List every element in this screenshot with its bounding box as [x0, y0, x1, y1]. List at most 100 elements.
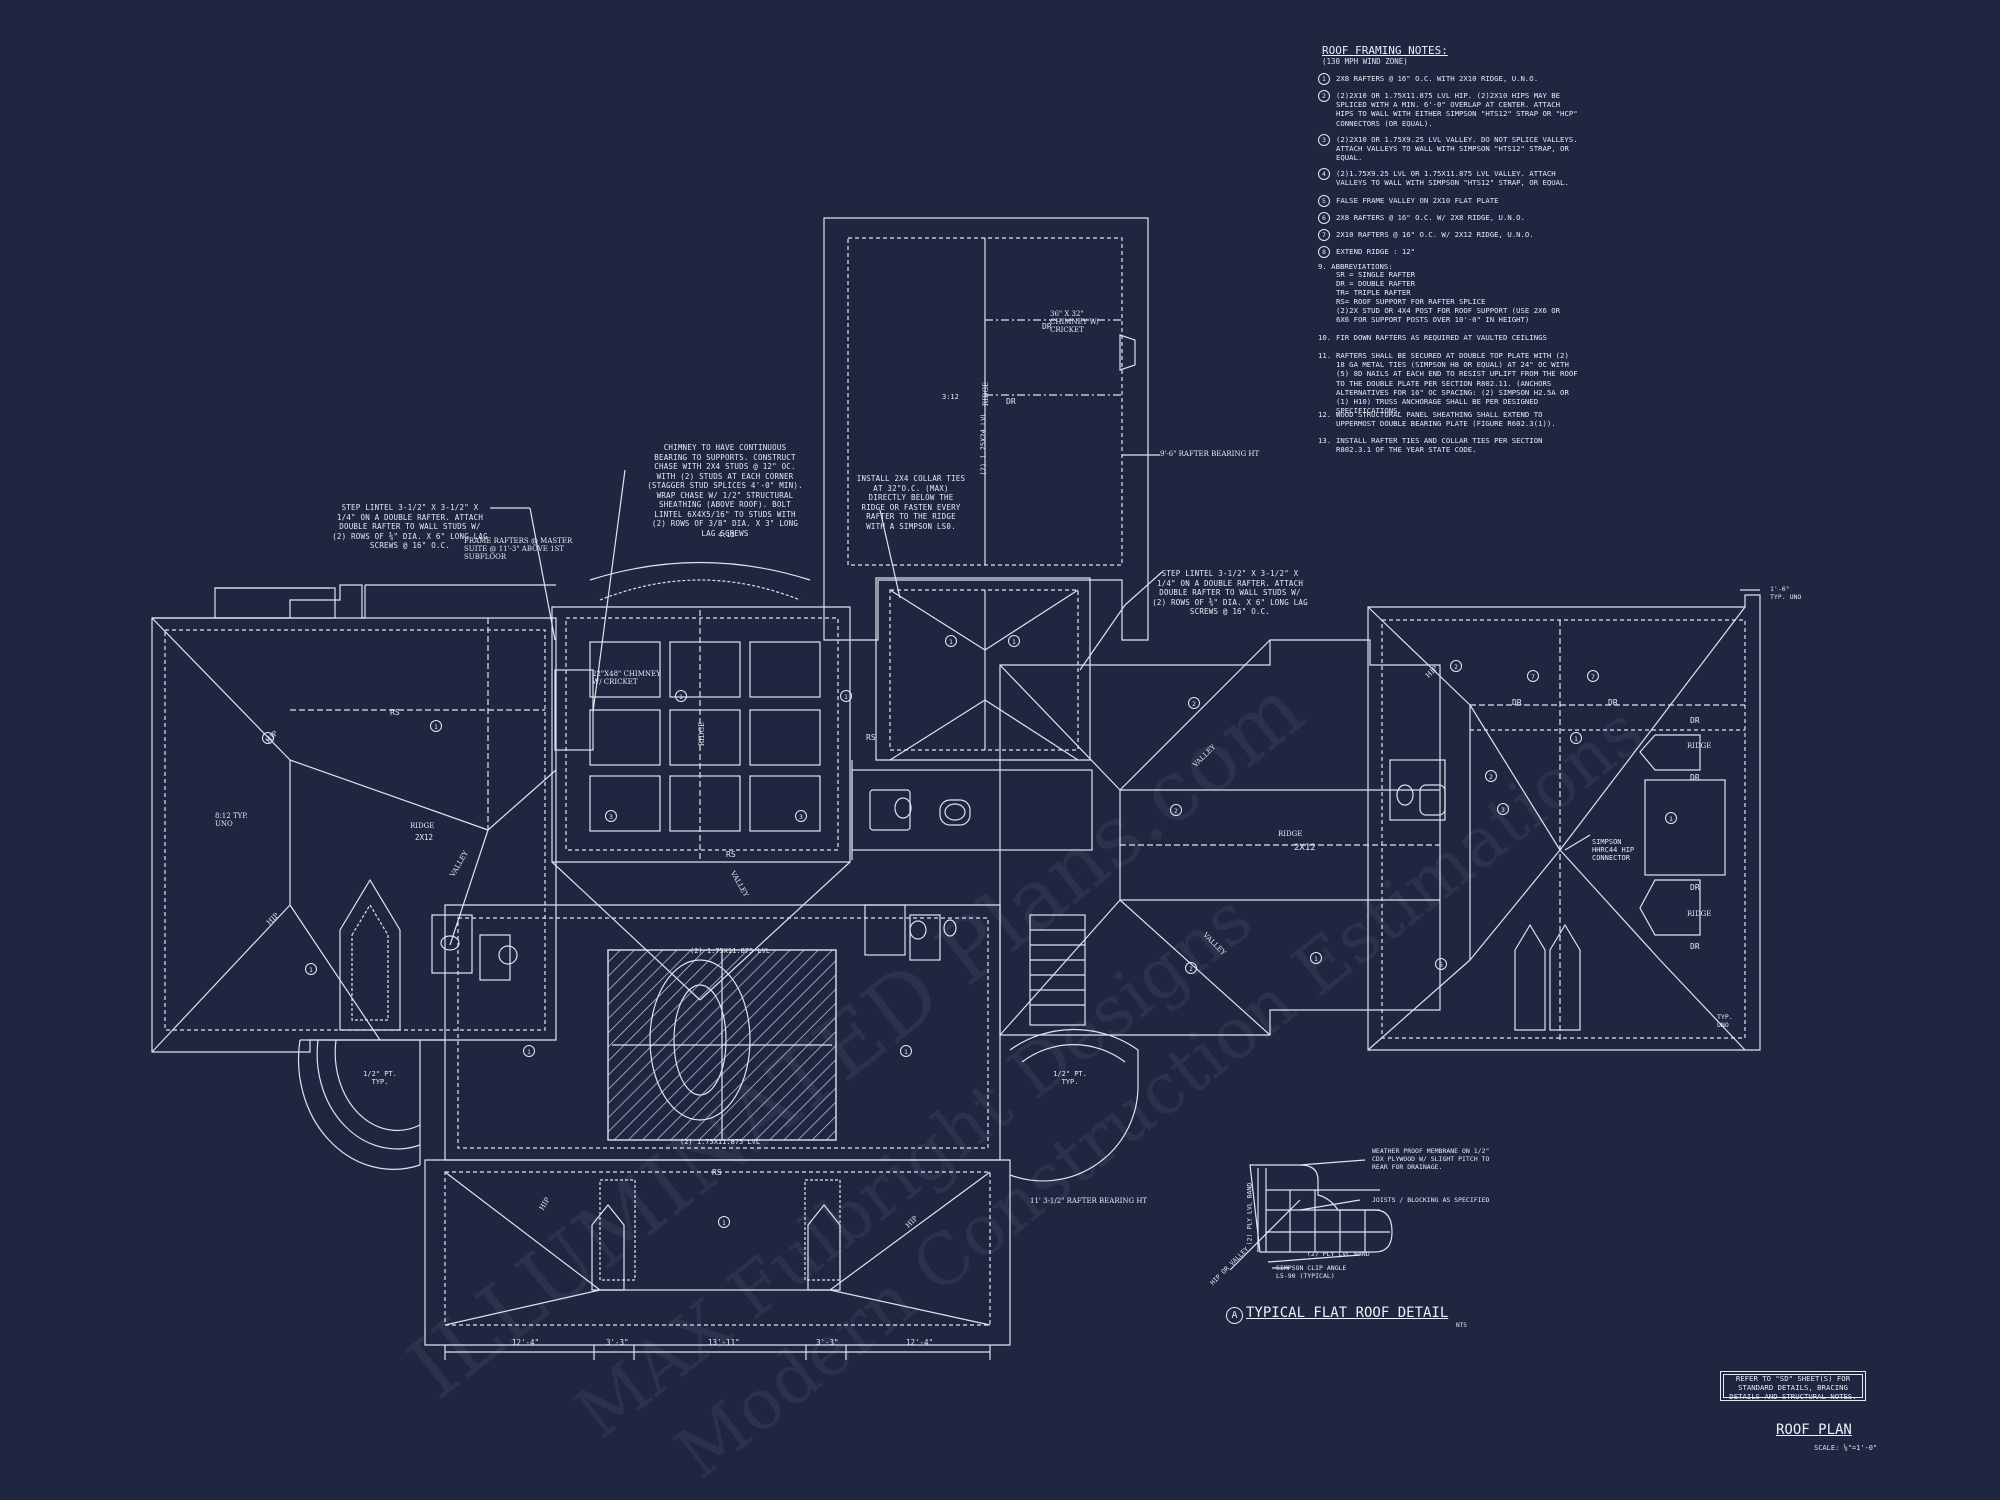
detail-band-label: (2) PLY LVL BAND	[1307, 1250, 1370, 1258]
abbreviation-5: (2)2x STUD OR 4x4 POST FOR ROOF SUPPORT …	[1336, 306, 1561, 324]
sheet-title: ROOF PLAN	[1776, 1422, 1852, 1438]
rs-label-tower: RS	[866, 733, 876, 742]
rafter-type-marker: 2	[1485, 770, 1497, 782]
framing-note-7: 7 2x10 RAFTERS @ 16" O.C. W/ 2x12 RIDGE, …	[1318, 229, 1580, 241]
note-number: 3	[1318, 134, 1330, 146]
chimney-22-label: 22"x48" CHIMNEY W/ CRICKET	[592, 670, 661, 686]
note-number: 8	[1318, 246, 1330, 258]
framing-note-5: 5 FALSE FRAME VALLEY ON 2x10 FLAT PLATE	[1318, 195, 1580, 207]
note-number: 2	[1318, 90, 1330, 102]
rs-label-left: RS	[390, 708, 400, 717]
note-text: INSTALL RAFTER TIES AND COLLAR TIES PER …	[1336, 436, 1543, 455]
rafter-type-marker: 3	[795, 810, 807, 822]
ridge-label-right-1: RIDGE	[1687, 742, 1712, 750]
dr-label-right-3: DR	[1690, 716, 1700, 725]
rafter-type-marker: 2	[1450, 660, 1462, 672]
note-number: 13.	[1318, 436, 1332, 445]
dimension-1: 12'-4"	[512, 1338, 540, 1347]
framing-note-11: 11.RAFTERS SHALL BE SECURED AT DOUBLE TO…	[1318, 351, 1580, 415]
rafter-type-marker: 1	[675, 690, 687, 702]
dimension-2: 3'-3"	[606, 1338, 629, 1347]
typ-half-inch-right: 1/2" PT. TYP.	[1053, 1070, 1087, 1086]
dr-label-right-4: DR	[1690, 773, 1700, 782]
simpson-hip-connector-label: SIMPSON HHRC44 HIP CONNECTOR	[1592, 838, 1635, 862]
framing-notes-heading: ROOF FRAMING NOTES:	[1322, 44, 1448, 57]
framing-note-6: 6 2x8 RAFTERS @ 16" O.C. W/ 2x8 RIDGE, U.…	[1318, 212, 1580, 224]
rafter-type-marker: 1	[430, 720, 442, 732]
rafter-type-marker: 7	[1527, 670, 1539, 682]
detail-letter-marker: A	[1226, 1307, 1243, 1324]
note-text: 2x10 RAFTERS @ 16" O.C. W/ 2x12 RIDGE, U…	[1336, 230, 1534, 239]
dimension-4: 3'-3"	[816, 1338, 839, 1347]
collar-ties-note: INSTALL 2X4 COLLAR TIES AT 32"O.C. (MAX)…	[856, 474, 966, 531]
framing-note-2: 2 (2)2x10 OR 1.75x11.875 LVL HIP. (2)2x10…	[1318, 90, 1580, 128]
framing-note-12: 12.WOOD STRUCTURAL PANEL SHEATHING SHALL…	[1318, 410, 1580, 428]
note-number: 10.	[1318, 333, 1332, 342]
x212-label-right-wing: 2x12	[1294, 843, 1316, 853]
rafter-type-marker: 1	[1665, 812, 1677, 824]
pitch-812-label: 8:12 TYP. UNO	[215, 812, 248, 828]
ridge-label-master: RIDGE	[698, 721, 707, 747]
step-lintel-note-left: STEP LINTEL 3-1/2" x 3-1/2" x 1/4" ON A …	[332, 503, 488, 550]
ridge-label-left: RIDGE	[410, 822, 435, 830]
framing-notes-subheading: (130 MPH WIND ZONE)	[1322, 57, 1408, 66]
dimension-5: 12'-4"	[906, 1338, 934, 1347]
chimney-36-label: 36" x 32" CHIMNEY W/ CRICKET	[1050, 310, 1100, 334]
note-text: (2)2x10 OR 1.75x11.875 LVL HIP. (2)2x10 …	[1336, 91, 1578, 128]
sheet-scale: SCALE: ⅛"=1'-0"	[1814, 1444, 1878, 1452]
rafter-type-marker: 1	[718, 1216, 730, 1228]
abbreviation-1: SR = SINGLE RAFTER	[1336, 270, 1416, 279]
ridge-label-right-2: RIDGE	[1687, 910, 1712, 918]
bearing-height-96-label: 9'-6" RAFTER BEARING HT	[1160, 450, 1260, 458]
rafter-type-marker: 3	[605, 810, 617, 822]
detail-band-left-label: (2) PLY LVL BAND	[1245, 1182, 1254, 1246]
reference-note-box: REFER TO "SD" SHEET(S) FOR STANDARD DETA…	[1720, 1371, 1866, 1401]
detail-membrane-label: WEATHER PROOF MEMBRANE ON 1/2" CDX PLYWO…	[1372, 1147, 1490, 1171]
tower-outline	[823, 217, 1149, 641]
reference-note-line-2: STANDARD DETAILS, BRACING	[1738, 1383, 1848, 1392]
framing-note-1: 12x8 RAFTERS @ 16" O.C. WITH 2X10 RIDGE,…	[1318, 73, 1580, 85]
abbreviation-4: RS= ROOF SUPPORT FOR RAFTER SPLICE	[1336, 297, 1486, 306]
note-text: 2x8 RAFTERS @ 16" O.C. WITH 2X10 RIDGE, …	[1336, 74, 1539, 83]
abbreviation-2: DR = DOUBLE RAFTER	[1336, 279, 1416, 288]
lvl-vertical-label: (2) 1.75x24 LVL	[979, 412, 988, 476]
framing-note-9-label: 9. ABBREVIATIONS:	[1318, 262, 1393, 271]
note-text: (2)2x10 OR 1.75x9.25 LVL VALLEY. DO NOT …	[1336, 135, 1578, 163]
lvl-top-label: (2) 1.75x11.875 LVL	[690, 947, 771, 955]
step-lintel-note-right: STEP LINTEL 3-1/2" x 3-1/2" x 1/4" ON A …	[1152, 569, 1308, 616]
typ-uno-label-b: TYP. UNO	[1717, 1013, 1733, 1029]
detail-title: TYPICAL FLAT ROOF DETAIL	[1246, 1305, 1449, 1321]
detail-clip-label: SIMPSON CLIP ANGLE L5-90 (TYPICAL)	[1276, 1264, 1347, 1280]
note-number: 6	[1318, 212, 1330, 224]
typ-half-inch-left: 1/2" PT. TYP.	[363, 1070, 397, 1086]
dr-label-right-1: DR	[1512, 698, 1522, 707]
lvl-bottom-label: (2) 1.75x11.875 LVL	[680, 1138, 761, 1146]
dr-label-right-6: DR	[1690, 942, 1700, 951]
note-text: FALSE FRAME VALLEY ON 2x10 FLAT PLATE	[1336, 196, 1499, 205]
rafter-type-marker: 1	[945, 635, 957, 647]
note-text: RAFTERS SHALL BE SECURED AT DOUBLE TOP P…	[1336, 351, 1578, 416]
typ-uno-label: 1'-6" TYP. UNO	[1770, 585, 1802, 601]
rafter-type-marker: 1	[840, 690, 852, 702]
note-number: 4	[1318, 168, 1330, 180]
pitch-312-label: 3:12	[942, 393, 959, 401]
rafter-type-marker: 1	[523, 1045, 535, 1057]
reference-note-line-1: REFER TO "SD" SHEET(S) FOR	[1735, 1374, 1851, 1383]
note-text: (2)1.75x9.25 LVL OR 1.75x11.875 LVL VALL…	[1336, 169, 1569, 188]
rafter-type-marker: 2	[262, 732, 274, 744]
dr-label-right-2: DR	[1608, 698, 1618, 707]
rafter-type-marker: 6	[1435, 958, 1447, 970]
framing-note-10: 10.FIR DOWN RAFTERS AS REQUIRED AT VAULT…	[1318, 333, 1580, 342]
framing-note-4: 4 (2)1.75x9.25 LVL OR 1.75x11.875 LVL VAL…	[1318, 168, 1580, 188]
rs-label-master: RS	[726, 850, 736, 859]
note-number: 5	[1318, 195, 1330, 207]
dr-label-right-5: DR	[1690, 883, 1700, 892]
dr-label-tower-2: DR	[1006, 397, 1016, 406]
note-text: 2x8 RAFTERS @ 16" O.C. W/ 2x8 RIDGE, U.N…	[1336, 213, 1525, 222]
rafter-type-marker: 2	[1185, 962, 1197, 974]
note-number: 7	[1318, 229, 1330, 241]
rafter-type-marker: 1	[305, 963, 317, 975]
chimney-support-note: CHIMNEY TO HAVE CONTINUOUS BEARING TO SU…	[647, 443, 803, 538]
rafter-type-marker: 1	[1310, 952, 1322, 964]
